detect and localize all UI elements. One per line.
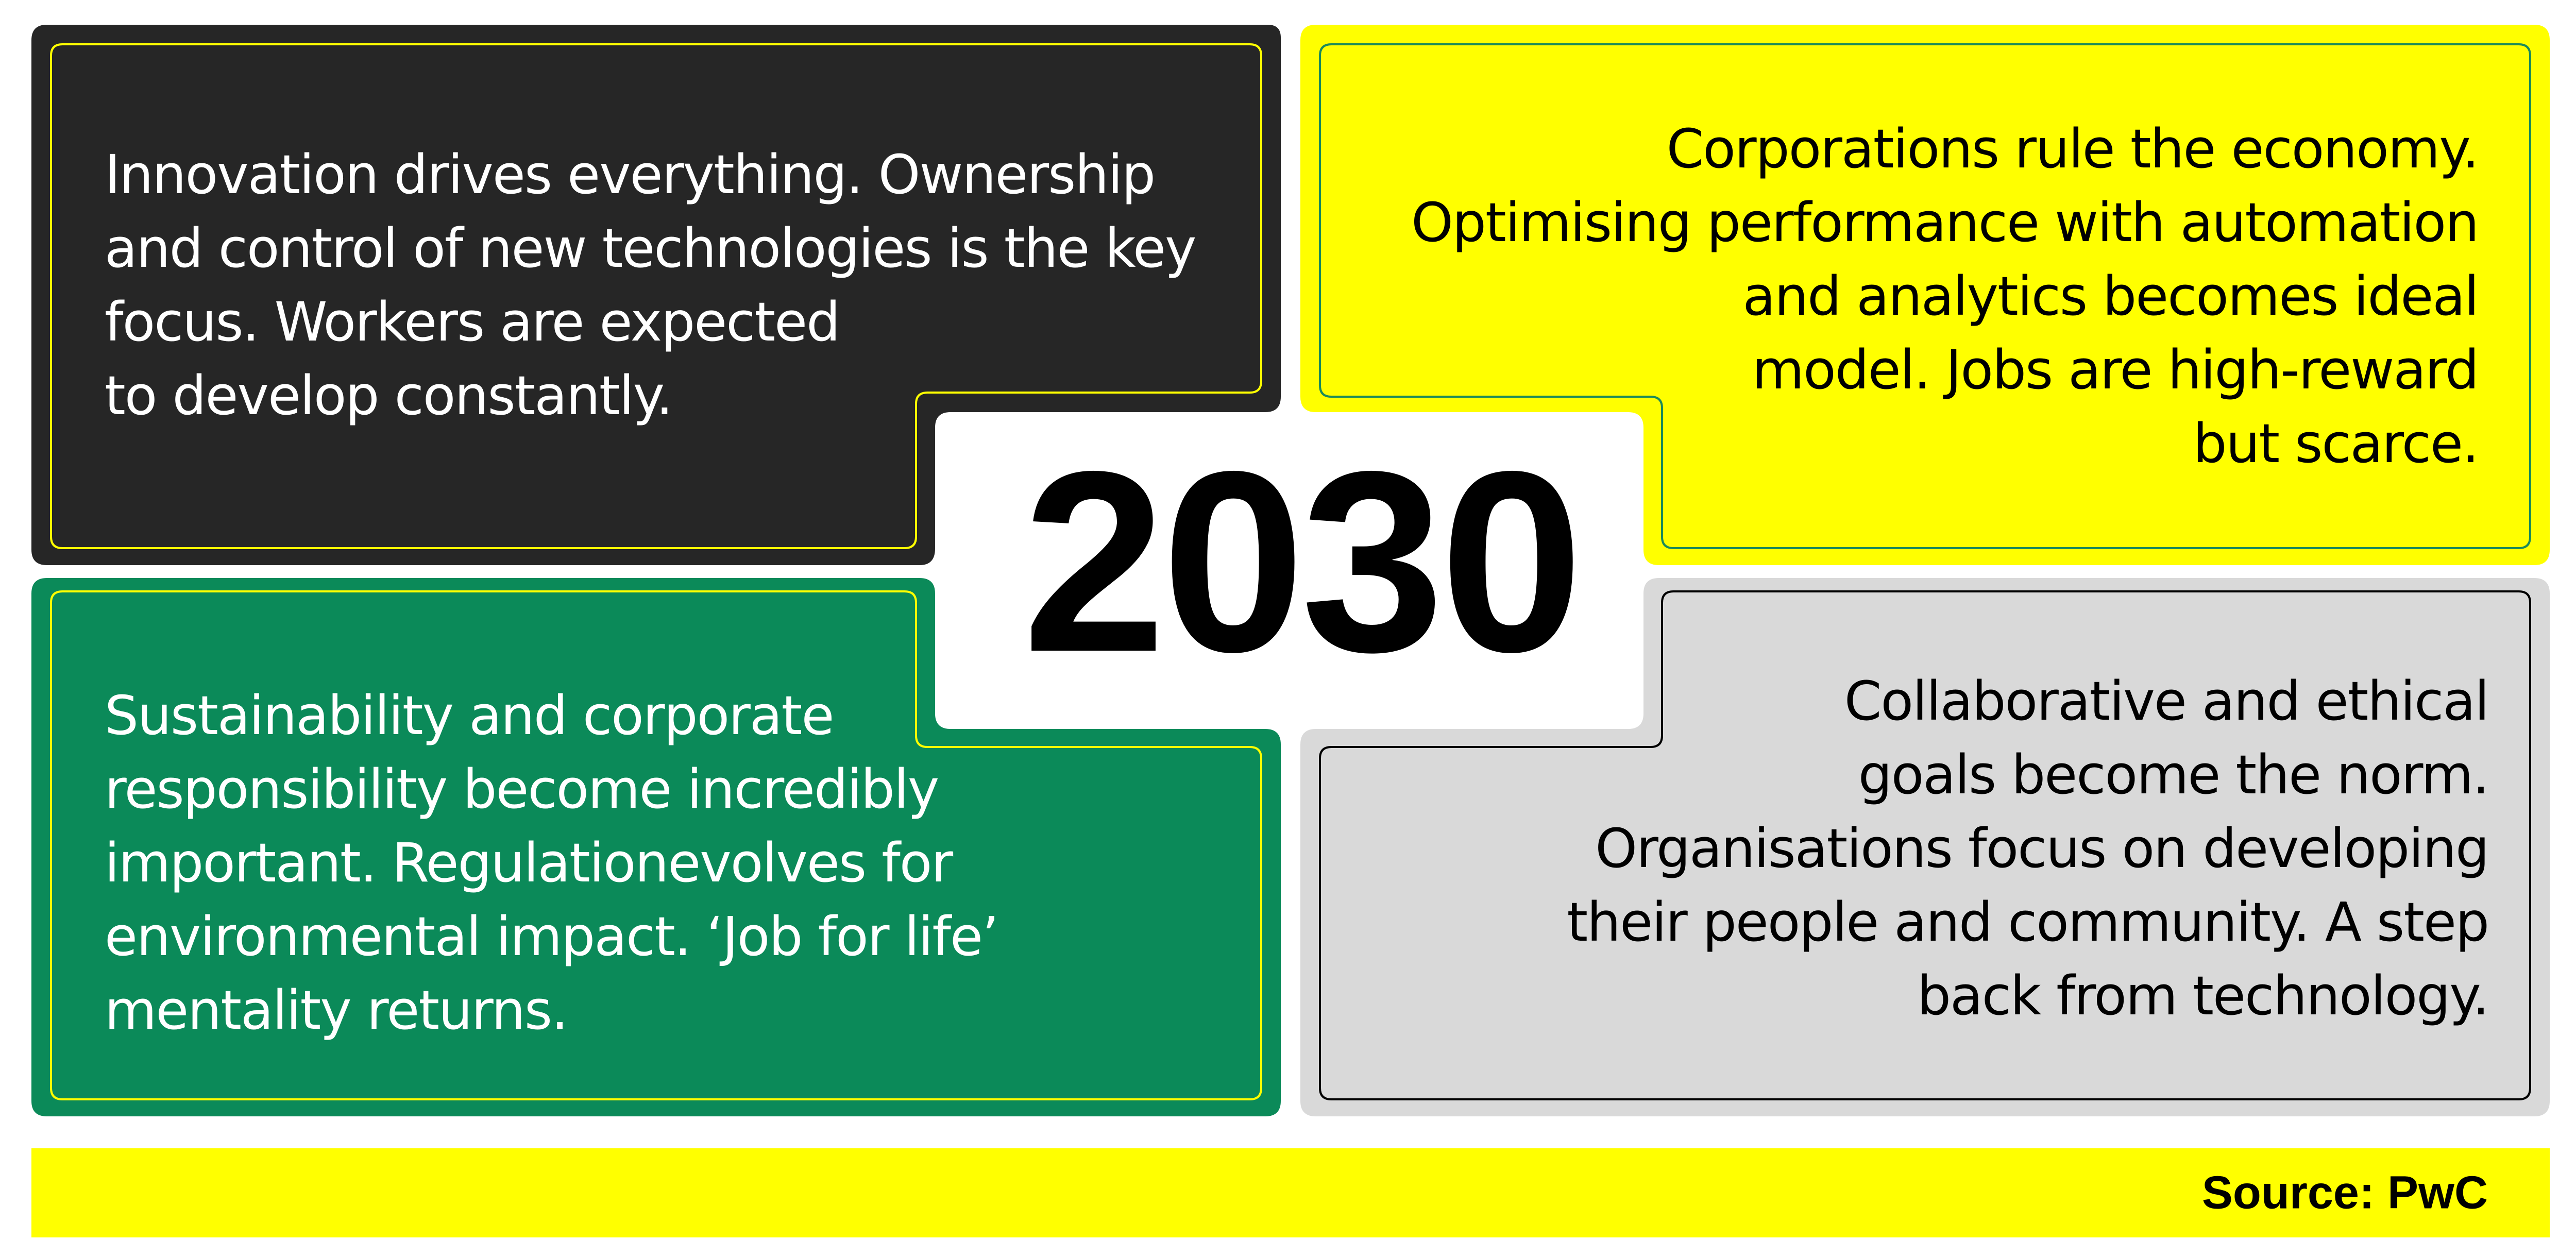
bottom-right-panel: [1300, 578, 2550, 1116]
bottom-left-panel-outline: [50, 590, 1262, 1100]
top-right-description: Corporations rule the economy. Optimisin…: [1411, 117, 2479, 475]
center-year: 2030: [1022, 417, 1583, 705]
bottom-left-description: Sustainability and corporate responsibil…: [105, 684, 999, 1042]
source-label: Source: PwC: [2201, 1167, 2488, 1218]
source-footer: Source: PwC: [31, 1148, 2550, 1237]
bottom-left-panel: [31, 578, 1281, 1116]
top-right-panel: [1300, 25, 2550, 565]
top-left-panel-outline: [50, 43, 1262, 549]
bottom-right-description: Collaborative and ethical goals become t…: [1567, 670, 2489, 1027]
top-right-panel-outline: [1319, 43, 2531, 549]
top-left-panel: [31, 25, 1281, 565]
bottom-right-panel-outline: [1319, 590, 2531, 1100]
top-left-description: Innovation drives everything. Ownership …: [105, 143, 1197, 427]
